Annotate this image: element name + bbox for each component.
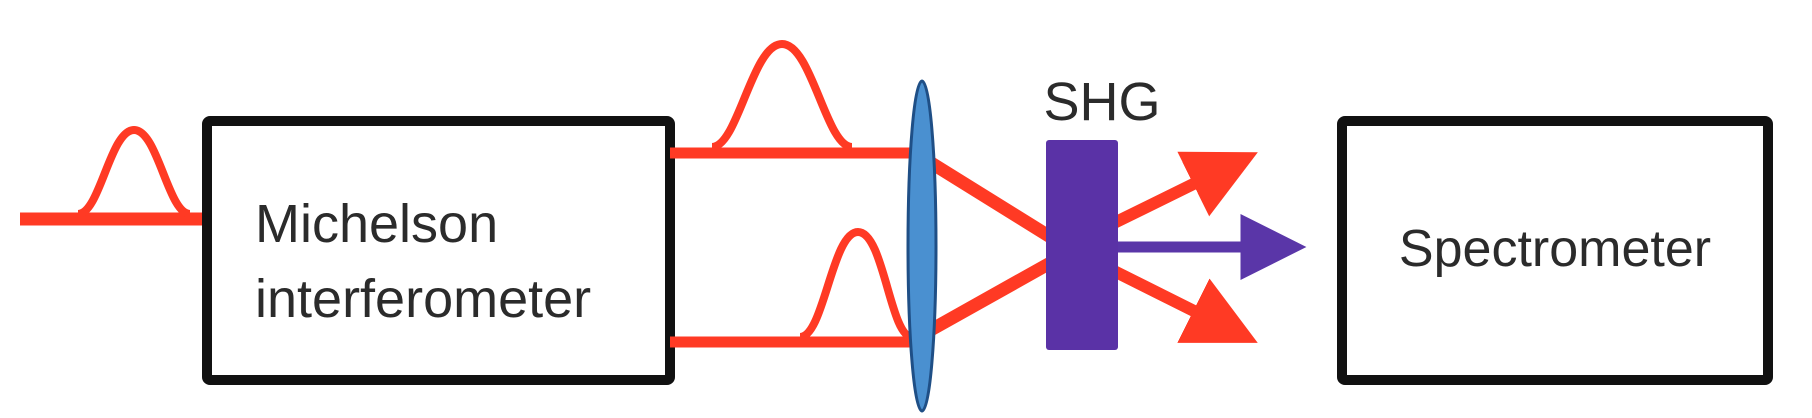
upper-pulse-icon: [710, 40, 854, 151]
fundamental-output-beams: [1106, 151, 1258, 343]
michelson-label-line1: Michelson: [255, 194, 498, 254]
michelson-interferometer-block: Michelson interferometer: [202, 116, 675, 385]
spectrometer-box: [1337, 116, 1773, 385]
convex-lens-icon: [906, 79, 938, 413]
converging-beam-lower: [913, 255, 1059, 343]
michelson-box: [202, 116, 675, 385]
lower-pulse-icon: [798, 228, 914, 341]
lower-beam: [670, 228, 914, 348]
converging-beam-upper: [913, 149, 1059, 245]
shg-label: SHG: [1043, 72, 1160, 132]
shg-crystal-icon: [1046, 140, 1118, 350]
fundamental-output-lower-arrow-icon: [1106, 264, 1258, 343]
input-beam: [20, 126, 205, 226]
converging-beams: [913, 149, 1059, 343]
michelson-label-line2: interferometer: [255, 269, 591, 329]
fundamental-output-upper-arrow-icon: [1106, 151, 1258, 230]
upper-beam: [670, 40, 912, 159]
input-pulse-icon: [76, 126, 192, 218]
spectrometer-label: Spectrometer: [1399, 220, 1711, 278]
shg-block: SHG: [1043, 72, 1161, 350]
spectrometer-block: Spectrometer: [1337, 116, 1773, 385]
